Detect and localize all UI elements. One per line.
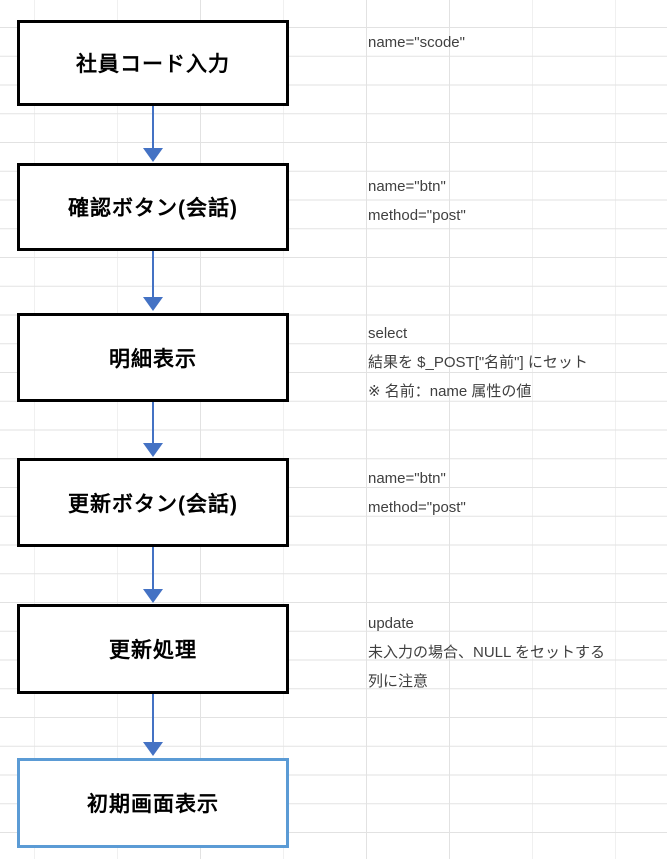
arrow-shaft	[152, 402, 154, 445]
flow-node-label: 初期画面表示	[87, 793, 219, 816]
annotation-line: update	[368, 615, 414, 632]
arrow-head-down-icon	[143, 148, 163, 162]
annotation-group-detail-display: select 結果を $_POST["名前"] にセット ※ 名前：name 属…	[368, 319, 663, 406]
arrow-shaft	[152, 694, 154, 744]
annotation-line: 列に注意	[368, 673, 429, 690]
flow-arrow-down-4[interactable]	[143, 547, 163, 603]
flow-node-label: 確認ボタン(会話)	[68, 197, 238, 220]
annotation-line: name="scode"	[368, 34, 465, 51]
flow-node-label: 更新処理	[109, 639, 197, 662]
flow-node-initial-screen-display[interactable]: 初期画面表示	[17, 758, 289, 848]
flow-arrow-down-5[interactable]	[143, 694, 163, 756]
arrow-head-down-icon	[143, 589, 163, 603]
annotation-group-update-process: update 未入力の場合、NULL をセットする 列に注意	[368, 609, 663, 696]
arrow-head-down-icon	[143, 297, 163, 311]
arrow-shaft	[152, 251, 154, 299]
flow-arrow-down-2[interactable]	[143, 251, 163, 311]
annotation-group-employee-code-input: name="scode"	[368, 28, 663, 57]
flow-node-update-button[interactable]: 更新ボタン(会話)	[17, 458, 289, 547]
arrow-head-down-icon	[143, 443, 163, 457]
flow-arrow-down-1[interactable]	[143, 106, 163, 162]
arrow-head-down-icon	[143, 742, 163, 756]
annotation-line: ※ 名前：name 属性の値	[368, 383, 532, 400]
arrow-shaft	[152, 547, 154, 591]
flow-node-detail-display[interactable]: 明細表示	[17, 313, 289, 402]
arrow-shaft	[152, 106, 154, 150]
flow-node-label: 明細表示	[109, 347, 197, 371]
annotation-group-update-button: name="btn" method="post"	[368, 464, 663, 522]
annotation-line: name="btn"	[368, 470, 446, 487]
annotation-group-confirm-button: name="btn" method="post"	[368, 172, 663, 230]
flow-arrow-down-3[interactable]	[143, 402, 163, 457]
annotation-line: method="post"	[368, 207, 466, 224]
annotation-line: select	[368, 325, 408, 342]
annotation-line: name="btn"	[368, 178, 446, 195]
annotation-line: 未入力の場合、NULL をセットする	[368, 644, 605, 661]
flow-node-label: 更新ボタン(会話)	[68, 492, 238, 516]
annotation-line: method="post"	[368, 499, 466, 516]
flow-node-update-process[interactable]: 更新処理	[17, 604, 289, 694]
flow-node-employee-code-input[interactable]: 社員コード入力	[17, 20, 289, 106]
flow-node-confirm-button[interactable]: 確認ボタン(会話)	[17, 163, 289, 251]
flow-node-label: 社員コード入力	[76, 53, 230, 76]
annotation-line: 結果を $_POST["名前"] にセット	[368, 354, 588, 371]
